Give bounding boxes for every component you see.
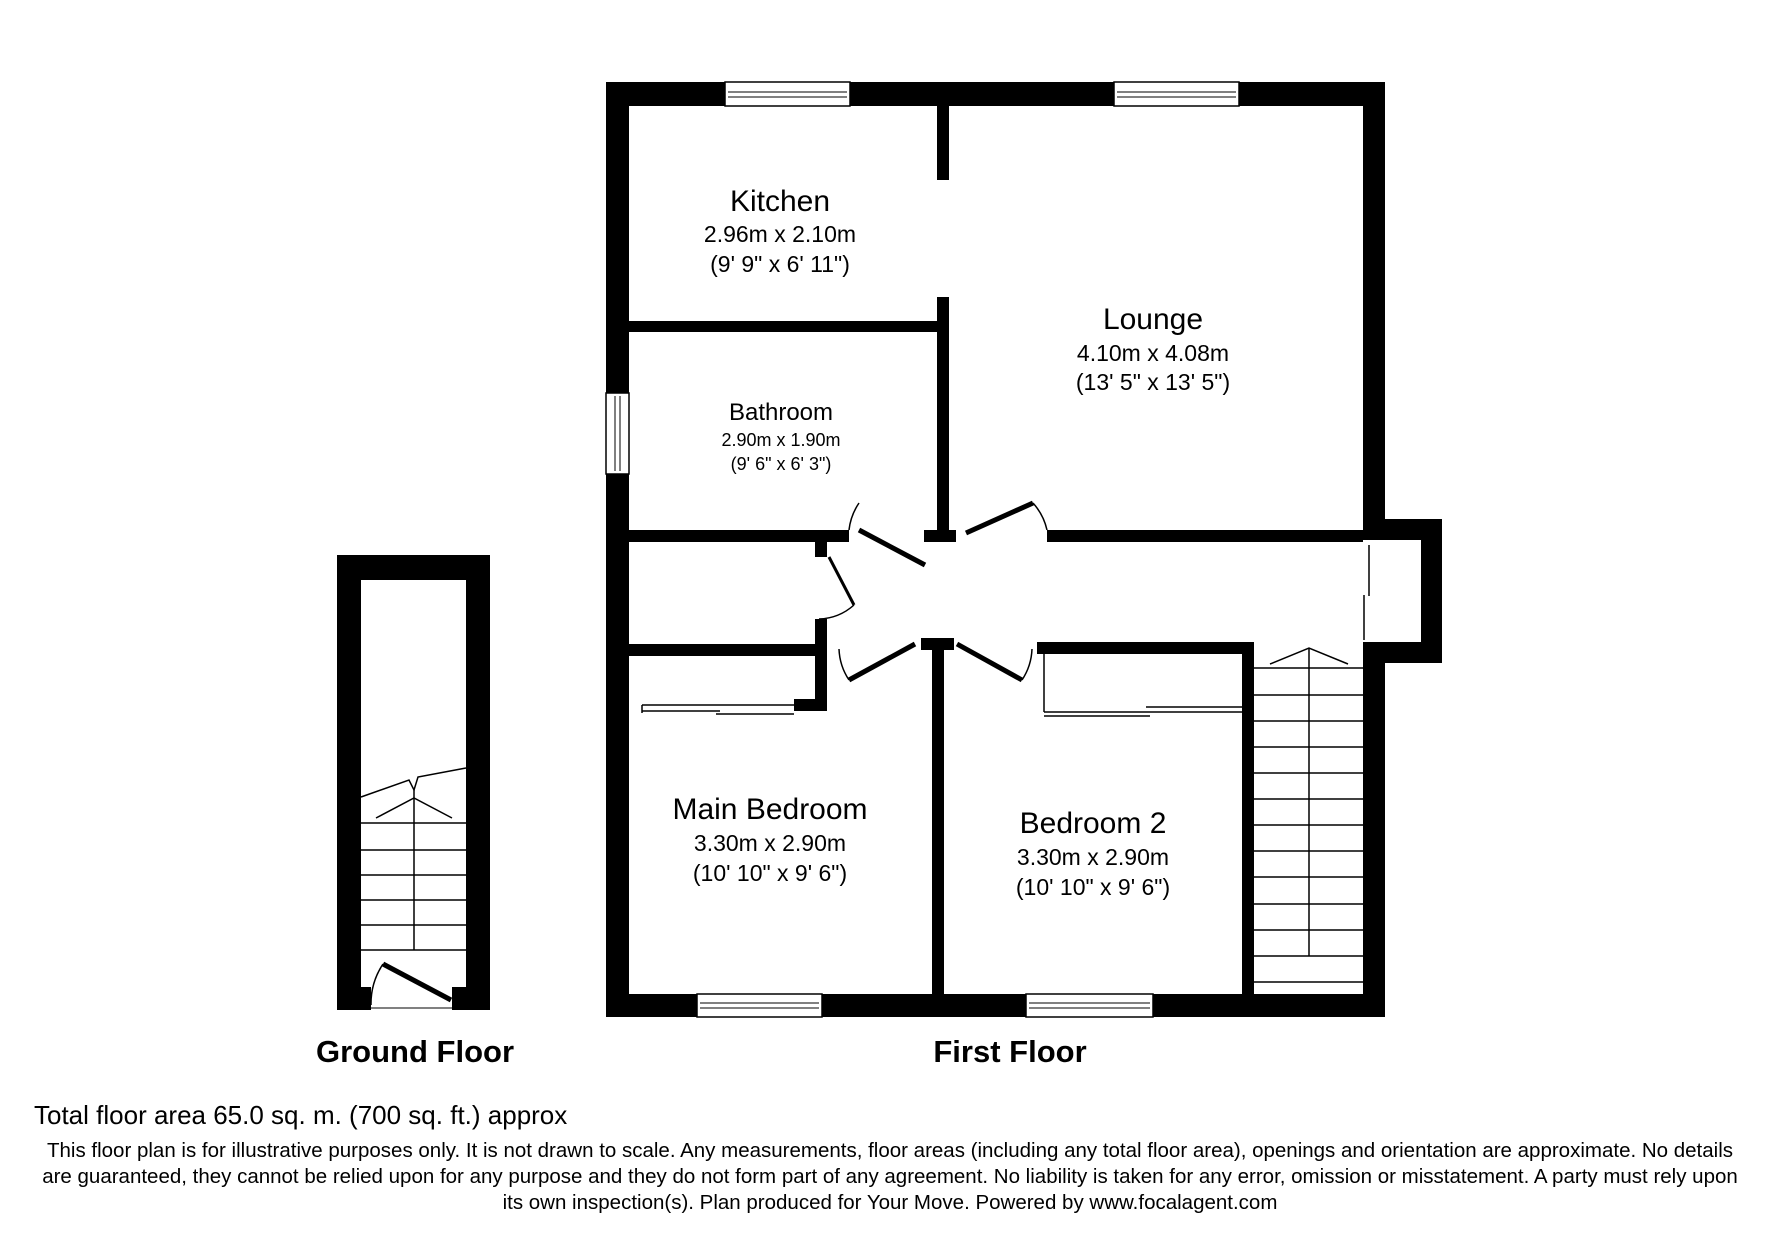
main-bedroom-imperial: (10' 10" x 9' 6") [693, 860, 847, 886]
lounge-metric: 4.10m x 4.08m [1077, 340, 1229, 366]
first-floor-stairs [1254, 647, 1363, 983]
ground-wall-bottom-left [337, 987, 371, 1010]
bathroom-imperial: (9' 6" x 6' 3") [731, 454, 832, 474]
total-floor-area: Total floor area 65.0 sq. m. (700 sq. ft… [34, 1100, 568, 1130]
main-bedroom-name: Main Bedroom [672, 793, 867, 826]
ground-floor-label: Ground Floor [316, 1034, 514, 1069]
room-lounge-label: Lounge 4.10m x 4.08m (13' 5" x 13' 5") [1076, 303, 1230, 395]
room-bathroom-label: Bathroom 2.90m x 1.90m (9' 6" x 6' 3") [721, 399, 840, 474]
bedroom-2-imperial: (10' 10" x 9' 6") [1016, 874, 1170, 900]
kitchen-window [724, 81, 851, 107]
cupboard-bumpout [1363, 519, 1442, 663]
main-bedroom-wardrobe [641, 704, 794, 715]
cupboard-door [818, 556, 856, 620]
bathroom-metric: 2.90m x 1.90m [721, 430, 840, 450]
bedroom-2-name: Bedroom 2 [1020, 807, 1167, 840]
kitchen-metric: 2.96m x 2.10m [704, 221, 856, 247]
landing-cupboard-door [1363, 545, 1370, 640]
ground-wall-bottom-right [452, 987, 490, 1010]
bathroom-name: Bathroom [729, 399, 833, 426]
main-bedroom-window [696, 993, 823, 1018]
room-main-bedroom-label: Main Bedroom 3.30m x 2.90m (10' 10" x 9'… [672, 793, 867, 886]
kitchen-imperial: (9' 9" x 6' 11") [710, 251, 850, 277]
lounge-window [1113, 81, 1240, 107]
wall-top [606, 82, 1385, 106]
bedroom-2-metric: 3.30m x 2.90m [1017, 844, 1169, 870]
doors [818, 500, 1370, 683]
ground-stairs [360, 767, 467, 951]
lounge-imperial: (13' 5" x 13' 5") [1076, 369, 1230, 395]
disclaimer-text: This floor plan is for illustrative purp… [42, 1139, 1738, 1214]
ground-wall-right [466, 555, 490, 1010]
wall-right-lower [1363, 658, 1385, 1017]
bedroom-2-door [955, 641, 1033, 683]
room-kitchen-label: Kitchen 2.96m x 2.10m (9' 9" x 6' 11") [704, 185, 856, 277]
ground-wall-top [337, 555, 490, 580]
windows [605, 81, 1240, 1018]
interior-walls [629, 106, 1363, 994]
room-bedroom-2-label: Bedroom 2 3.30m x 2.90m (10' 10" x 9' 6"… [1016, 807, 1170, 900]
bedroom-2-window [1025, 993, 1154, 1018]
first-floor-plan [605, 81, 1442, 1018]
lounge-door [964, 500, 1048, 536]
bedroom-2-wardrobe [1043, 654, 1242, 717]
wall-right-upper [1363, 82, 1385, 540]
main-bedroom-door [838, 641, 917, 683]
lounge-name: Lounge [1103, 303, 1203, 336]
main-bedroom-metric: 3.30m x 2.90m [694, 830, 846, 856]
ground-wall-left [337, 555, 361, 1010]
kitchen-name: Kitchen [730, 185, 830, 218]
first-floor-label: First Floor [933, 1034, 1086, 1069]
wall-left [606, 82, 629, 1017]
ground-floor-plan [337, 555, 490, 1010]
bathroom-door [848, 502, 927, 568]
ground-entrance-door [370, 961, 453, 1009]
bathroom-window [605, 392, 630, 475]
